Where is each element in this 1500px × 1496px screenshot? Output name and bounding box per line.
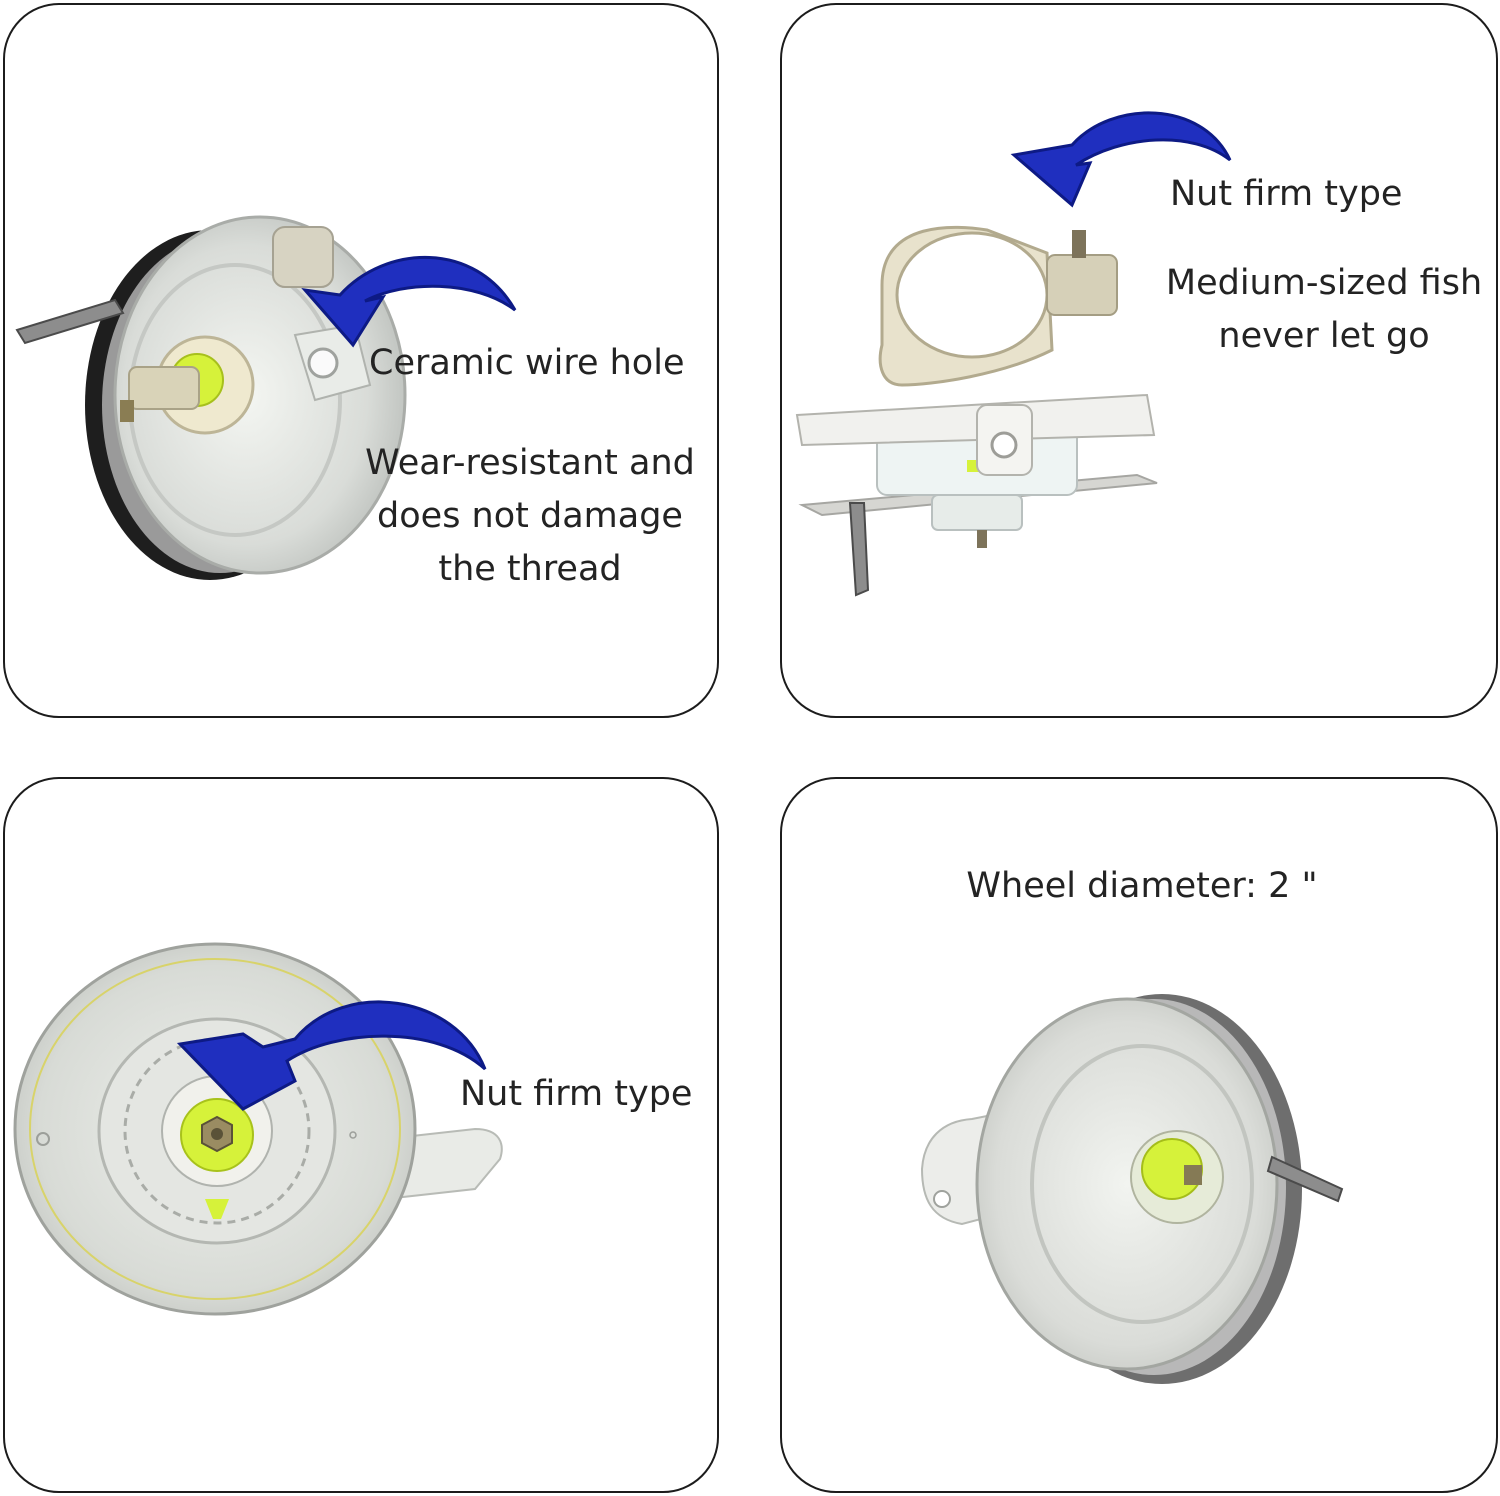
caption-ceramic-wire-hole: Ceramic wire hole: [369, 343, 685, 383]
panel-side-view: Wheel diameter: 2 ": [780, 777, 1498, 1493]
clamp-roller-image: [795, 225, 1158, 597]
caption-wheel-diameter: Wheel diameter: 2 ": [966, 866, 1318, 906]
side-roller-image: [920, 994, 1344, 1384]
curved-blue-arrow-icon: [1010, 111, 1232, 208]
panel-front-view: Nut firm type: [3, 777, 719, 1493]
caption-never-let-go: never let go: [1218, 316, 1430, 356]
curved-blue-arrow-icon: [301, 256, 517, 348]
caption-medium-sized-fish: Medium-sized fish: [1165, 263, 1483, 303]
curved-blue-arrow-icon: [176, 1000, 487, 1111]
panel-clamp-view: Nut firm type Medium-sized fish never le…: [780, 3, 1498, 718]
caption-nut-firm-type: Nut firm type: [460, 1074, 693, 1114]
caption-the-thread: the thread: [438, 549, 622, 589]
caption-does-not-damage: does not damage: [377, 496, 683, 536]
caption-wear-resistant: Wear-resistant and: [365, 443, 695, 483]
caption-nut-firm-type: Nut firm type: [1170, 174, 1403, 214]
panel-ceramic-wire-hole: Ceramic wire hole Wear-resistant and doe…: [3, 3, 719, 718]
